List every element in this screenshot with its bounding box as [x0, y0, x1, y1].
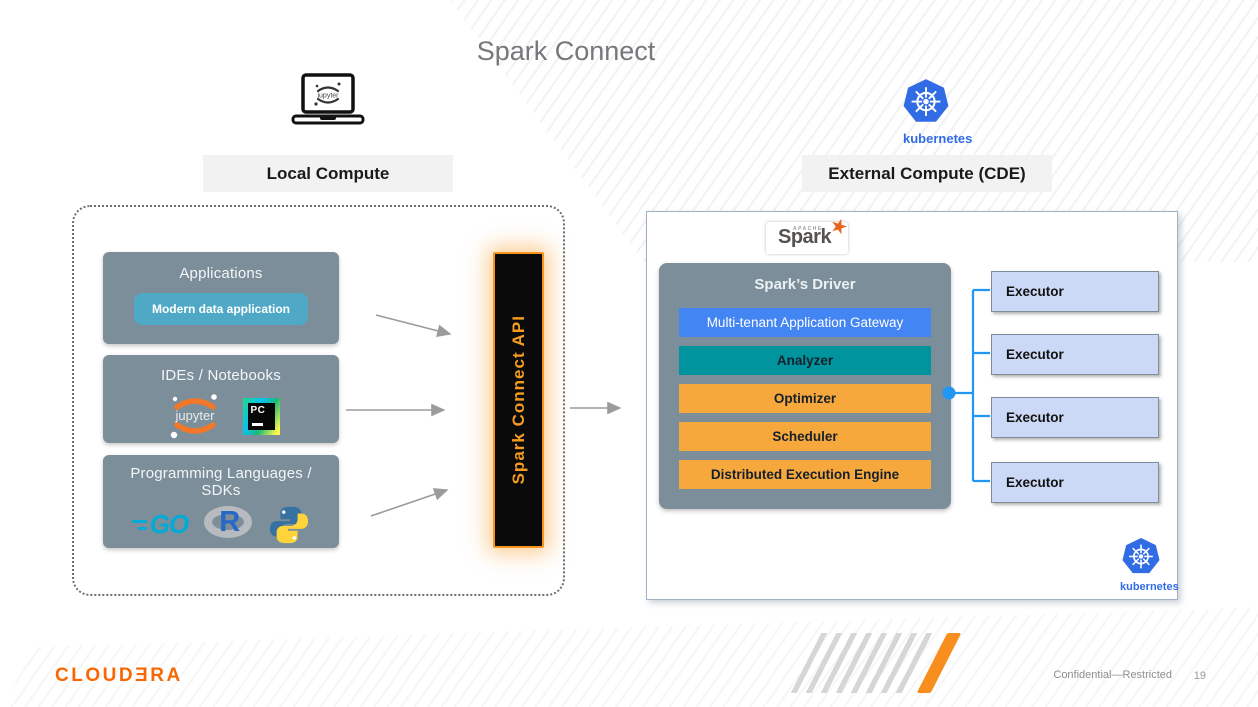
pycharm-letters: PC — [250, 404, 266, 416]
spark-connect-api-bar: Spark Connect API — [493, 252, 544, 548]
programming-languages-title: Programming Languages / SDKs — [130, 465, 312, 500]
kubernetes-logo-bottom: kubernetes — [1120, 537, 1179, 593]
local-compute-container — [72, 205, 565, 596]
golang-speed-lines — [131, 519, 147, 530]
kubernetes-label: kubernetes — [1120, 581, 1179, 593]
driver-row-execution-engine: Distributed Execution Engine — [679, 460, 931, 489]
pycharm-icon: PC — [242, 397, 280, 435]
jupyter-icon: jupyter — [170, 394, 217, 439]
executor-label: Executor — [1006, 410, 1064, 425]
external-compute-label: External Compute (CDE) — [802, 155, 1052, 192]
local-compute-label: Local Compute — [203, 155, 453, 192]
driver-row-scheduler: Scheduler — [679, 422, 931, 451]
spark-wordmark: Spark — [778, 226, 832, 248]
laptop-jupyter-icon: jupyter — [291, 73, 365, 125]
apache-spark-logo: APACHE Spark ★ — [766, 214, 851, 254]
apache-text: APACHE — [793, 226, 823, 232]
spark-driver-box: Spark’s Driver Multi-tenant Application … — [659, 263, 951, 509]
applications-box: Applications Modern data application — [103, 252, 339, 344]
kubernetes-label: kubernetes — [903, 131, 973, 146]
spark-driver-title: Spark’s Driver — [754, 276, 856, 293]
golang-icon: GO — [131, 509, 189, 540]
executor-box-2: Executor — [991, 334, 1159, 375]
laptop-icon: jupyter — [286, 72, 370, 139]
kubernetes-logo-top: kubernetes — [903, 78, 973, 146]
background-hatch-bottom — [0, 607, 1258, 707]
pycharm-inner-square: PC — [247, 402, 275, 430]
languages-icon-row: GO R — [103, 504, 339, 546]
laptop-screen-label: jupyter — [316, 93, 339, 100]
confidential-text: Confidential—Restricted — [1053, 669, 1172, 681]
executor-label: Executor — [1006, 284, 1064, 299]
executor-label: Executor — [1006, 475, 1064, 490]
r-ring — [204, 505, 253, 538]
modern-data-application-chip: Modern data application — [133, 293, 308, 325]
cloudera-logo: CLOUDƎRA — [55, 665, 183, 686]
r-letter: R — [219, 505, 241, 538]
pycharm-underscore — [251, 423, 263, 426]
page-title: Spark Connect — [476, 36, 656, 66]
ides-notebooks-box: IDEs / Notebooks jupyter PC — [103, 355, 339, 443]
spark-star-icon: ★ — [826, 213, 851, 241]
driver-row-analyzer: Analyzer — [679, 346, 931, 375]
golang-wordmark: GO — [149, 509, 189, 539]
r-language-icon: R — [202, 505, 254, 545]
ides-notebooks-title: IDEs / Notebooks — [161, 367, 281, 384]
executor-box-1: Executor — [991, 271, 1159, 312]
executor-box-3: Executor — [991, 397, 1159, 438]
ides-icon-row: jupyter PC — [103, 390, 339, 442]
external-compute-box: APACHE Spark ★ Spark’s Driver Multi-tena… — [646, 211, 1178, 600]
kubernetes-icon — [903, 79, 949, 122]
spark-connect-api-label: Spark Connect API — [508, 315, 528, 485]
driver-row-gateway: Multi-tenant Application Gateway — [679, 308, 931, 337]
page-number: 19 — [1193, 670, 1206, 682]
applications-title: Applications — [179, 265, 263, 282]
executor-label: Executor — [1006, 347, 1064, 362]
driver-row-optimizer: Optimizer — [679, 384, 931, 413]
gray-stripes — [790, 633, 940, 693]
programming-languages-box: Programming Languages / SDKs GO R — [103, 455, 339, 548]
python-icon — [270, 506, 309, 543]
jupyter-wordmark: jupyter — [174, 408, 215, 423]
footer-stripes-decoration — [790, 633, 966, 693]
kubernetes-icon — [1122, 537, 1160, 574]
executor-box-4: Executor — [991, 462, 1159, 503]
